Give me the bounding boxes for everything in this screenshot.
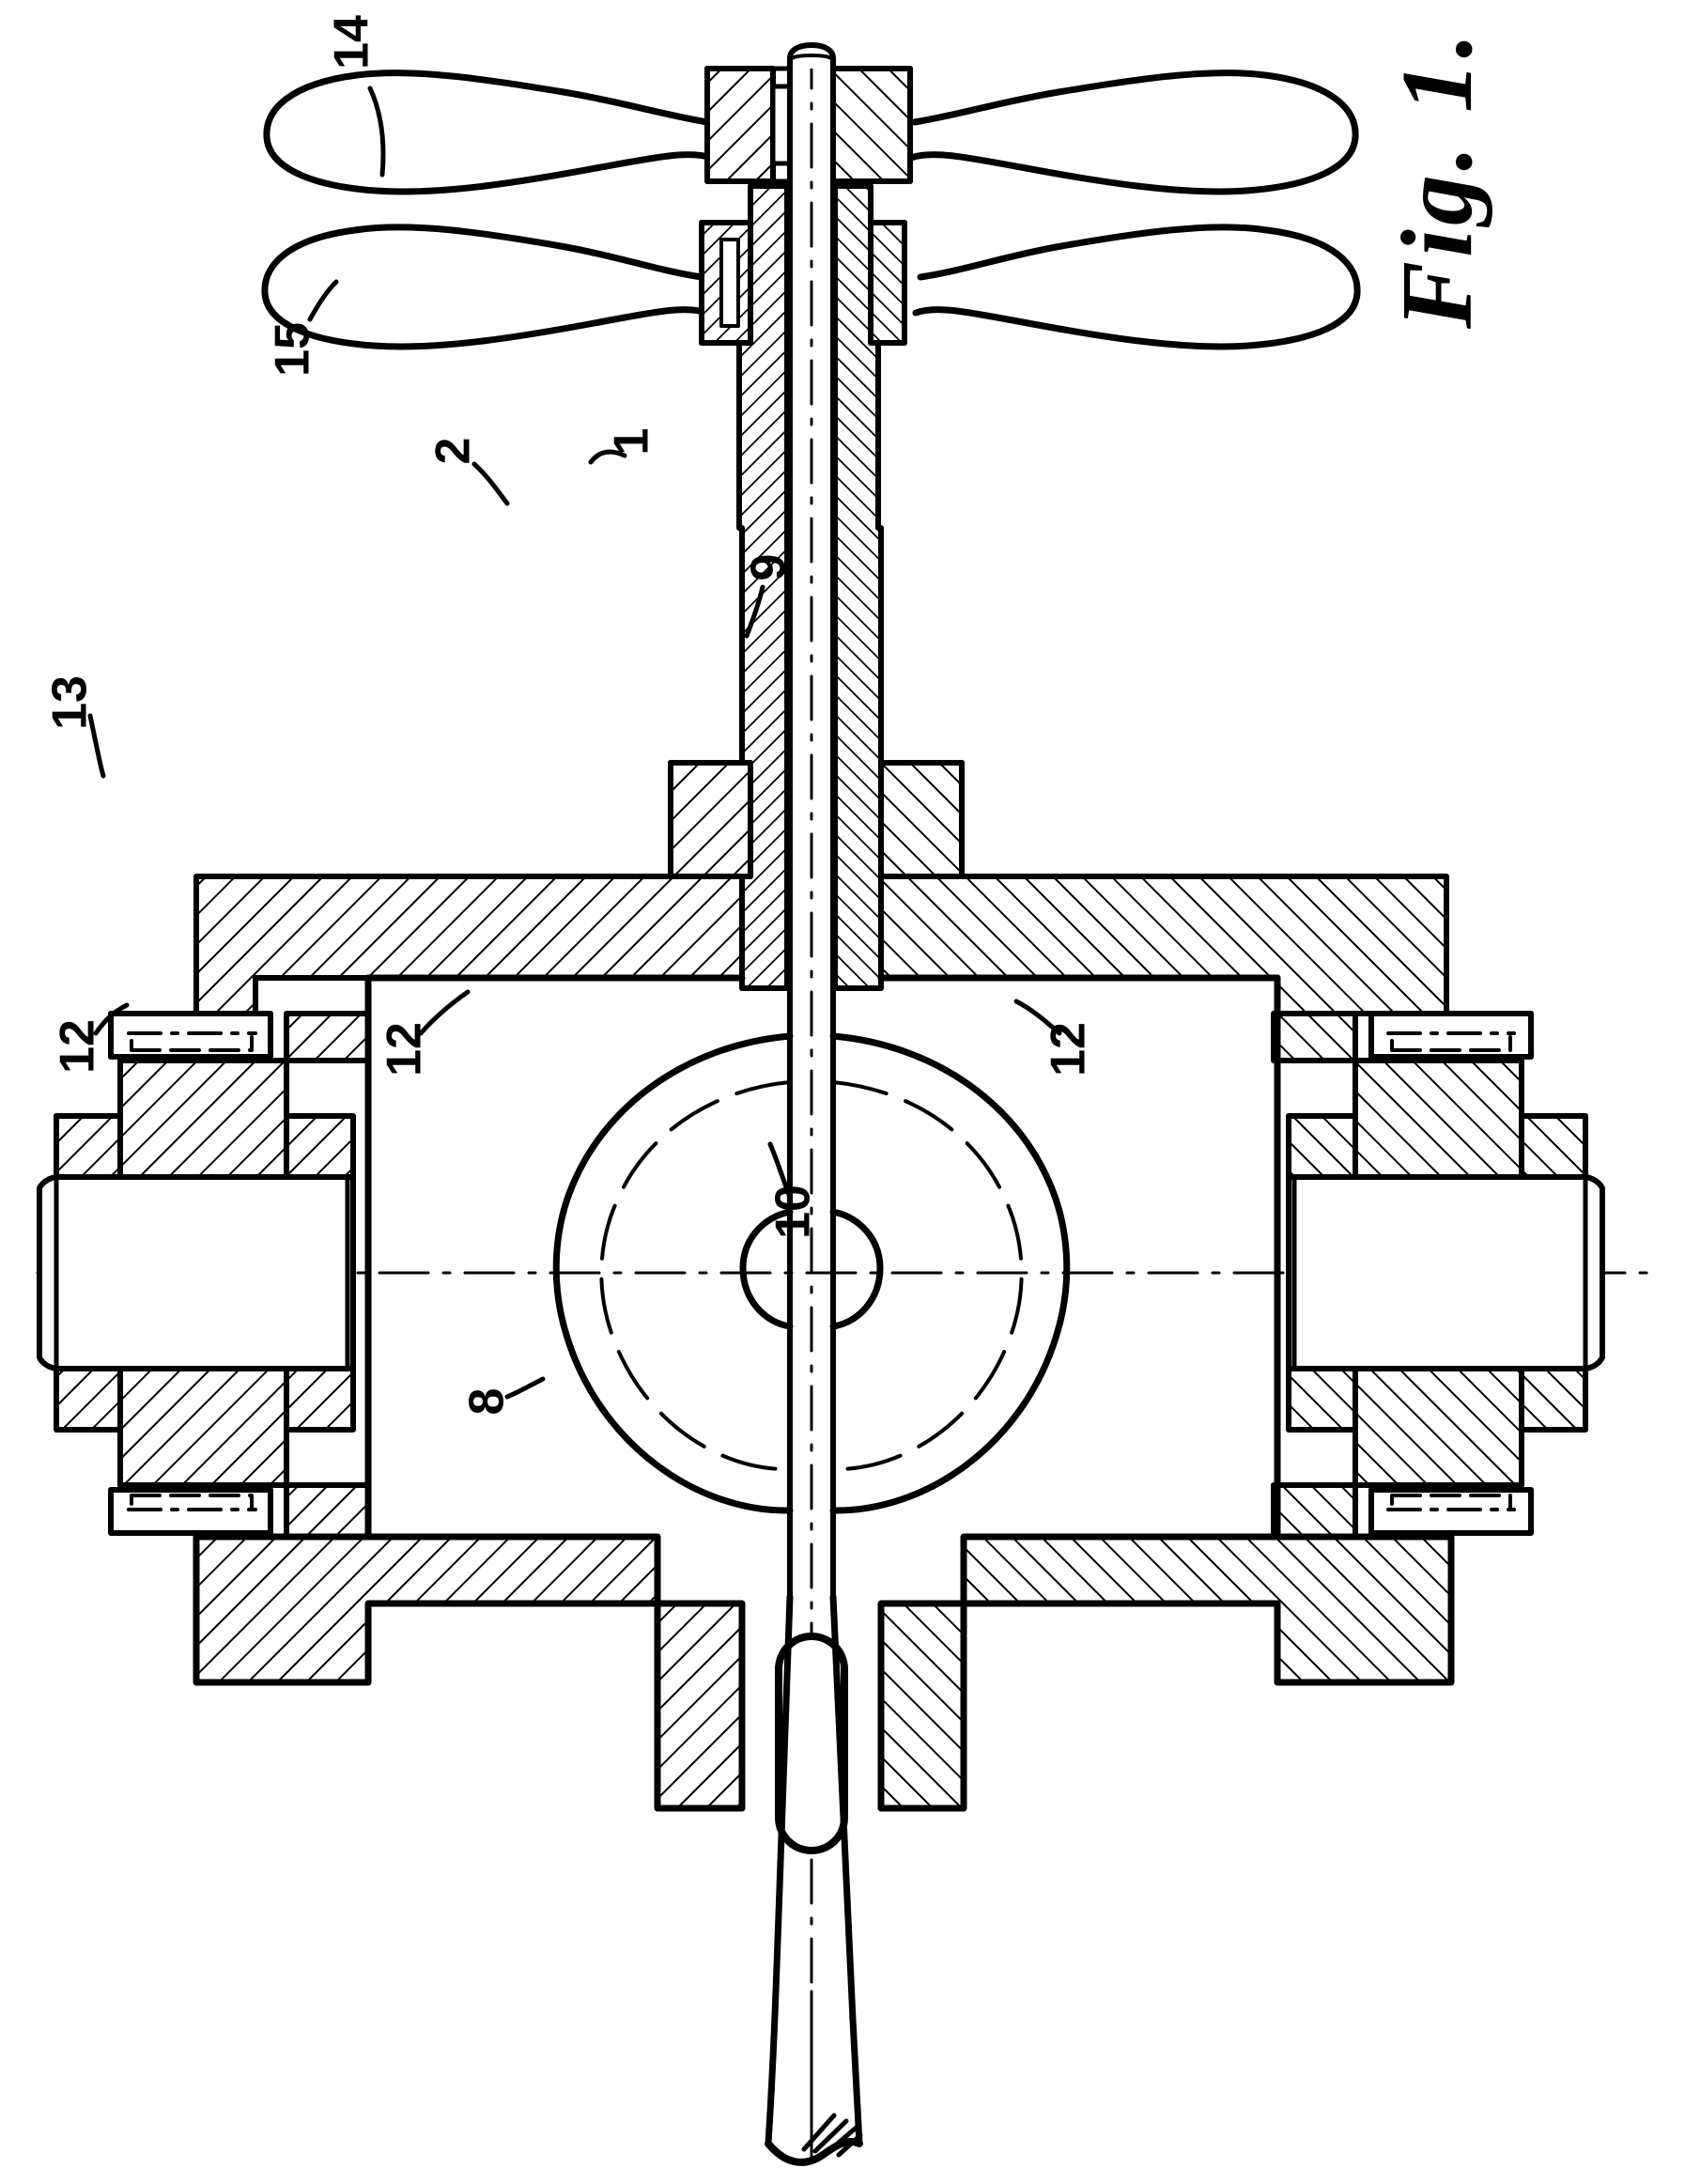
reference-numeral-13: 13	[43, 675, 98, 730]
reference-numeral-14: 14	[325, 15, 379, 70]
central-ball-body	[552, 1032, 1071, 1514]
reference-numeral-layer: 14 15 2 1 9 13 12 12 12 10 8	[43, 15, 1096, 1415]
reference-numeral-1: 1	[605, 428, 659, 456]
upper-hub-block	[704, 66, 913, 184]
reference-numeral-12-right: 12	[1042, 1022, 1096, 1077]
reference-numeral-2: 2	[426, 438, 481, 465]
lower-shaft-stem	[765, 1593, 863, 2166]
inner-shaft	[787, 66, 836, 1600]
leader-lines	[87, 85, 1062, 1400]
shaft-slot	[775, 1633, 848, 1854]
figure-title-text: Fig. 1.	[1382, 29, 1493, 330]
reference-numeral-10: 10	[766, 1185, 821, 1239]
housing-inner-cavity	[364, 974, 1281, 1541]
reference-numeral-12-centre: 12	[378, 1022, 432, 1077]
figure-title: Fig. 1.	[1382, 29, 1493, 330]
reference-numeral-12-left: 12	[51, 1019, 105, 1074]
lower-housing-body	[193, 1533, 1455, 1812]
lower-propeller-blade	[261, 224, 1361, 350]
reference-numeral-15: 15	[266, 322, 320, 377]
shaft-top-cap	[787, 42, 836, 71]
right-bearing-assembly	[1271, 1011, 1605, 1540]
reference-numeral-9: 9	[742, 554, 796, 581]
reference-numeral-8: 8	[460, 1388, 515, 1416]
